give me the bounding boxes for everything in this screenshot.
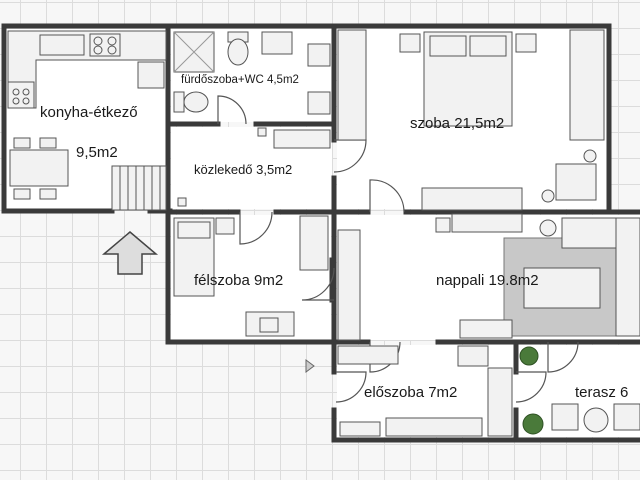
bookshelf bbox=[459, 319, 513, 339]
bathroom-label: fürdőszoba+WC 4,5m2 bbox=[181, 74, 299, 86]
fridge-icon bbox=[137, 61, 165, 89]
wardrobe-icon bbox=[337, 29, 367, 141]
stair-treads bbox=[119, 166, 161, 210]
hall-furniture bbox=[337, 345, 513, 437]
plant-2-icon bbox=[522, 413, 544, 435]
washing-machine-icon bbox=[307, 43, 331, 67]
halfroom-label: félszoba 9m2 bbox=[194, 272, 284, 289]
armchair-icon bbox=[555, 163, 597, 201]
toilet-2-icon bbox=[183, 91, 209, 113]
terrace-table bbox=[583, 407, 609, 433]
doors bbox=[217, 95, 579, 403]
bathtub-icon bbox=[487, 367, 513, 437]
entrance-arrow-icon bbox=[101, 231, 159, 275]
living-room-furniture bbox=[337, 213, 640, 341]
hall-label: előszoba 7m2 bbox=[364, 384, 458, 401]
bathroom-fixtures bbox=[173, 31, 331, 115]
hall-cabinet bbox=[385, 417, 483, 437]
coffee-table bbox=[523, 267, 601, 309]
plant-icon bbox=[519, 346, 539, 366]
toilet-icon bbox=[227, 38, 249, 66]
oven-icon bbox=[7, 81, 35, 109]
halfroom-furniture bbox=[173, 215, 329, 337]
tv-unit-icon bbox=[451, 213, 523, 233]
entry-arrow-icon bbox=[305, 359, 315, 373]
shoe-rack bbox=[337, 345, 399, 365]
living-room-label: nappali 19.8m2 bbox=[436, 272, 539, 289]
terrace-label: terasz 6 bbox=[575, 384, 629, 401]
stairs bbox=[111, 165, 167, 211]
bedroom-label: szoba 21,5m2 bbox=[410, 115, 505, 132]
bedroom-furniture bbox=[337, 29, 605, 211]
walls bbox=[1, 23, 640, 443]
tv-cabinet-icon bbox=[421, 187, 523, 211]
halfroom-wardrobe bbox=[299, 215, 329, 271]
bedroom-wardrobe-2 bbox=[569, 29, 605, 141]
dryer-icon bbox=[307, 91, 331, 115]
terrace-furniture bbox=[519, 346, 640, 435]
dining-table bbox=[9, 149, 69, 187]
washbasin-icon bbox=[261, 31, 293, 55]
hall-sink bbox=[457, 345, 489, 367]
corridor-radiator bbox=[177, 127, 331, 207]
kitchen-label: konyha-étkező bbox=[40, 104, 138, 121]
kitchen-area-label: 9,5m2 bbox=[76, 144, 118, 161]
kitchen-furniture bbox=[7, 30, 167, 211]
corridor-label: közlekedő 3,5m2 bbox=[194, 162, 293, 177]
living-wardrobe bbox=[337, 229, 361, 341]
terrace-chair bbox=[551, 403, 579, 431]
sink-icon bbox=[39, 34, 85, 56]
